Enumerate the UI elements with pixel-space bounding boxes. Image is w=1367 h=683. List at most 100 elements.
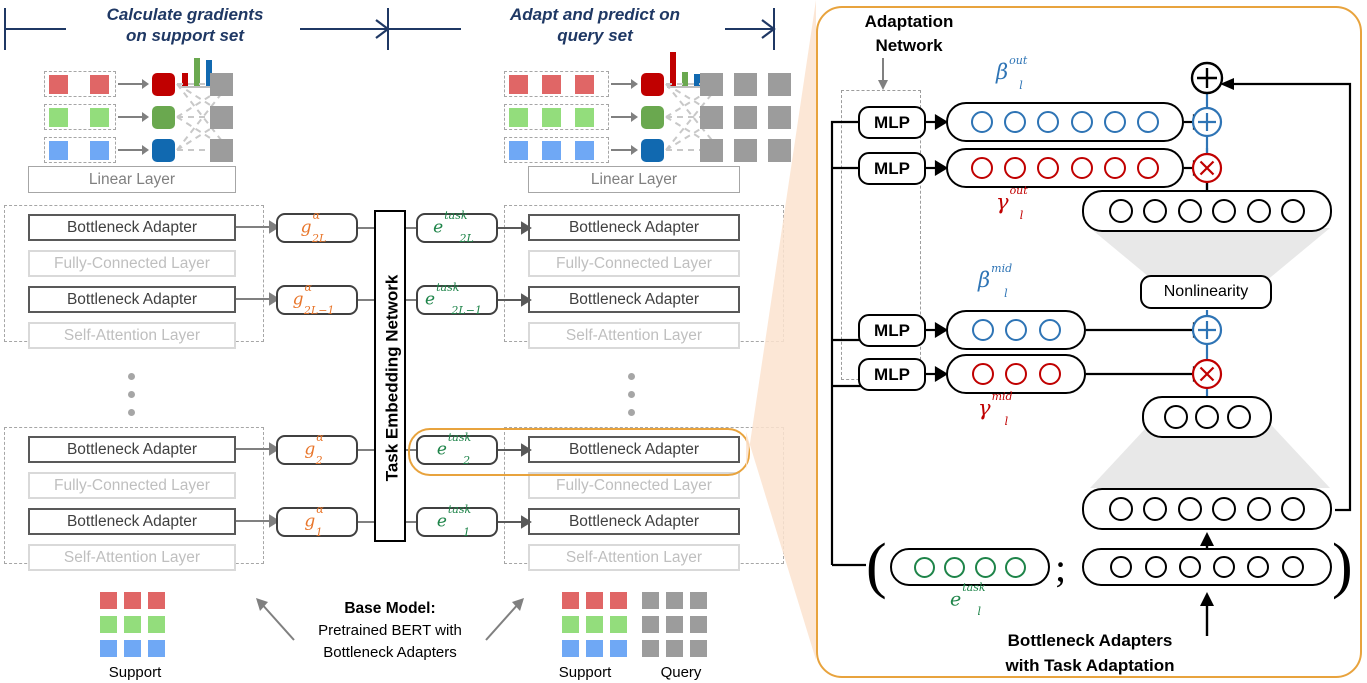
support-layer-bottleneck-adapter-2L[interactable]: Bottleneck Adapter bbox=[28, 214, 236, 241]
gamma-out-vector bbox=[946, 148, 1184, 188]
support-layer-bottleneck-adapter-2[interactable]: Bottleneck Adapter bbox=[28, 436, 236, 463]
query-legend-query-label: Query bbox=[660, 664, 702, 681]
support-square bbox=[49, 108, 68, 127]
adapter-node bbox=[1246, 497, 1271, 521]
query-layer-bottleneck-adapter-2L-1[interactable]: Bottleneck Adapter bbox=[528, 286, 740, 313]
query-layer-self-attention-bottom: Self-Attention Layer bbox=[528, 544, 740, 571]
task-embedding-network-label: Task Embedding Network bbox=[382, 274, 401, 482]
legend-square bbox=[562, 640, 579, 657]
query-support-square bbox=[542, 75, 561, 94]
nonlinearity-box[interactable]: Nonlinearity bbox=[1140, 275, 1272, 309]
support-layer-fully-connected-bottom: Fully-Connected Layer bbox=[28, 472, 236, 499]
query-logit-bar-green bbox=[682, 72, 688, 86]
support-layer-self-attention-bottom: Self-Attention Layer bbox=[28, 544, 236, 571]
legend-square bbox=[610, 592, 627, 609]
beta-out-node bbox=[1070, 111, 1093, 133]
support-layer-bottleneck-adapter-1[interactable]: Bottleneck Adapter bbox=[28, 508, 236, 535]
adapter-node bbox=[1246, 199, 1271, 223]
gamma-mid-node bbox=[1005, 363, 1027, 385]
task-embedding-node bbox=[913, 556, 935, 578]
legend-square bbox=[586, 592, 603, 609]
adaptation-network-title-line1: Adaptation bbox=[864, 12, 954, 31]
gamma-out-node bbox=[1004, 157, 1027, 179]
legend-square bbox=[642, 616, 659, 633]
support-logit-baseline bbox=[180, 86, 220, 88]
beta-out-node bbox=[1004, 111, 1027, 133]
gradient-label-2: gα2 bbox=[304, 430, 324, 468]
gradient-box-2L[interactable]: gα2L bbox=[276, 209, 358, 245]
query-layer-bottleneck-adapter-1[interactable]: Bottleneck Adapter bbox=[528, 508, 740, 535]
legend-square bbox=[124, 616, 141, 633]
legend-square bbox=[148, 640, 165, 657]
legend-square bbox=[610, 616, 627, 633]
embedding-to-query-arrows-icon bbox=[498, 221, 532, 529]
task-embedding-box-2L-1[interactable]: etask2L−1 bbox=[416, 281, 498, 317]
adapter-node bbox=[1108, 199, 1133, 223]
hidden-state-input-arrow-icon bbox=[1200, 592, 1214, 636]
legend-square bbox=[666, 592, 683, 609]
beta-out-node bbox=[1037, 111, 1060, 133]
task-embedding-box-2L[interactable]: etask2L bbox=[416, 209, 498, 245]
support-layer-self-attention-top: Self-Attention Layer bbox=[28, 322, 236, 349]
support-stack-ellipsis bbox=[128, 391, 135, 398]
legend-square bbox=[100, 640, 117, 657]
legend-square bbox=[666, 640, 683, 657]
task-embedding-input-vector bbox=[890, 548, 1050, 586]
timeline-phase2-label: Adapt and predict on query set bbox=[470, 4, 720, 46]
gamma-mid-node bbox=[971, 363, 994, 385]
query-legend-grid bbox=[562, 592, 732, 657]
support-linear-layer: Linear Layer bbox=[28, 166, 236, 193]
gradient-box-2L-1[interactable]: gα2L−1 bbox=[276, 280, 358, 318]
query-proto-green bbox=[641, 106, 664, 129]
times-mid-operator bbox=[1190, 357, 1224, 396]
concat-close-paren: ) bbox=[1332, 532, 1353, 600]
legend-square bbox=[124, 592, 141, 609]
mlp-gamma-out[interactable]: MLP bbox=[858, 152, 926, 185]
support-layer-fully-connected-top: Fully-Connected Layer bbox=[28, 250, 236, 277]
adapter-node bbox=[1177, 199, 1202, 223]
support-legend-grid bbox=[100, 592, 190, 657]
query-layer-bottleneck-adapter-2L[interactable]: Bottleneck Adapter bbox=[528, 214, 740, 241]
adapter-input-projection-tensor bbox=[1082, 488, 1332, 530]
gamma-out-node bbox=[1070, 157, 1093, 179]
beta-mid-node bbox=[971, 319, 994, 341]
query-support-square bbox=[575, 75, 594, 94]
mlp-beta-out[interactable]: MLP bbox=[858, 106, 926, 139]
base-model-pointer-right-icon bbox=[485, 598, 524, 641]
support-arrows-icon bbox=[118, 79, 149, 155]
support-layer-bottleneck-adapter-2L-1[interactable]: Bottleneck Adapter bbox=[28, 286, 236, 313]
highlighted-adapter-callout[interactable] bbox=[408, 428, 750, 476]
legend-square bbox=[642, 592, 659, 609]
gradient-box-2[interactable]: gα2 bbox=[276, 430, 358, 468]
gradient-label-2L-1: gα2L−1 bbox=[292, 280, 335, 318]
support-proto-green bbox=[152, 106, 175, 129]
support-stack-ellipsis bbox=[128, 409, 135, 416]
support-logit-bar-red bbox=[182, 73, 188, 86]
mlp-beta-mid[interactable]: MLP bbox=[858, 314, 926, 347]
task-embedding-node bbox=[944, 556, 966, 578]
query-output-square bbox=[734, 106, 757, 129]
query-output-square bbox=[768, 139, 791, 162]
beta-mid-node bbox=[1005, 319, 1027, 341]
adaptation-network-title: Adaptation Network bbox=[834, 10, 984, 58]
support-legend-label: Support bbox=[108, 664, 162, 681]
query-support-square bbox=[575, 141, 594, 160]
legend-square bbox=[690, 616, 707, 633]
support-to-gradient-arrows-icon bbox=[236, 220, 280, 528]
gradient-box-1[interactable]: gα1 bbox=[276, 503, 358, 539]
adapter-node bbox=[1281, 497, 1306, 521]
query-proto-red bbox=[641, 73, 664, 96]
task-embedding-network[interactable]: Task Embedding Network bbox=[374, 210, 406, 542]
legend-square bbox=[586, 640, 603, 657]
support-square bbox=[90, 108, 109, 127]
beta-out-vector bbox=[946, 102, 1184, 142]
task-embedding-box-1[interactable]: etask1 bbox=[416, 503, 498, 539]
hidden-state-node bbox=[1144, 556, 1167, 578]
mlp-gamma-mid[interactable]: MLP bbox=[858, 358, 926, 391]
adaptation-panel-caption: Bottleneck Adapters with Task Adaptation bbox=[940, 628, 1240, 678]
adapter-node bbox=[1143, 199, 1168, 223]
support-logit-bar-green bbox=[194, 58, 200, 86]
adapter-node bbox=[1163, 405, 1188, 429]
task-embedding-node bbox=[1005, 556, 1027, 578]
query-layer-bottleneck-adapter-2[interactable]: Bottleneck Adapter bbox=[528, 436, 740, 463]
